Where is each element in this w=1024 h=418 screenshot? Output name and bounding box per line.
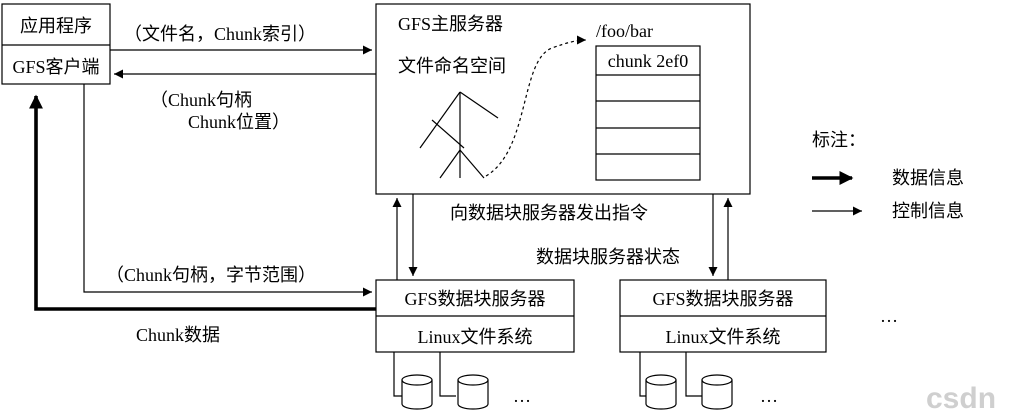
chunk-entry: chunk 2ef0	[608, 51, 688, 71]
client-label: GFS客户端	[12, 57, 99, 77]
chunkserver-fs: Linux文件系统	[666, 327, 781, 347]
master-box: GFS主服务器 文件命名空间 /foo/bar chunk 2ef0	[375, 3, 751, 195]
namespace-label: 文件命名空间	[398, 56, 506, 76]
master-title: GFS主服务器	[398, 14, 503, 34]
handle-range-label: （Chunk句柄，字节范围）	[106, 265, 316, 285]
handle-label-line2: Chunk位置）	[188, 112, 290, 132]
disk-icon	[457, 374, 489, 410]
disk-icon	[645, 374, 677, 410]
disk-ellipsis: …	[760, 386, 778, 406]
namespace-to-file-link	[485, 35, 587, 177]
chunkserver-box-2: GFS数据块服务器 Linux文件系统 …	[619, 279, 827, 410]
disk-icon	[401, 374, 433, 410]
disk-connector	[439, 352, 456, 397]
chunk-data-label: Chunk数据	[136, 325, 220, 345]
chunk-request-arrow	[83, 84, 372, 297]
chunkserver-title: GFS数据块服务器	[652, 289, 793, 309]
client-box: 应用程序 GFS客户端	[1, 3, 111, 85]
chunkserver-box-1: GFS数据块服务器 Linux文件系统 …	[375, 279, 575, 410]
legend-control-label: 控制信息	[892, 201, 964, 221]
disk-icon	[701, 374, 733, 410]
chunk-table: chunk 2ef0	[595, 45, 701, 181]
chunk-data-arrow	[29, 94, 376, 311]
legend: 标注： 数据信息 控制信息	[812, 130, 964, 221]
handle-label-line1: （Chunk句柄	[150, 90, 252, 110]
chunkserver-title: GFS数据块服务器	[404, 289, 545, 309]
legend-data-label: 数据信息	[892, 168, 964, 188]
disk-ellipsis: …	[513, 386, 531, 406]
csdn-watermark: csdn	[926, 382, 996, 415]
namespace-tree-icon	[419, 91, 499, 179]
legend-title: 标注：	[812, 130, 866, 150]
chunkserver-fs: Linux文件系统	[418, 327, 533, 347]
instructions-label: 向数据块服务器发出指令	[450, 203, 648, 223]
file-path: /foo/bar	[596, 21, 653, 41]
more-servers-ellipsis: …	[880, 306, 898, 326]
app-label: 应用程序	[20, 16, 92, 36]
server-state-label: 数据块服务器状态	[536, 247, 680, 267]
filename-index-label: （文件名，Chunk索引）	[124, 24, 316, 44]
disk-connector	[685, 352, 702, 397]
